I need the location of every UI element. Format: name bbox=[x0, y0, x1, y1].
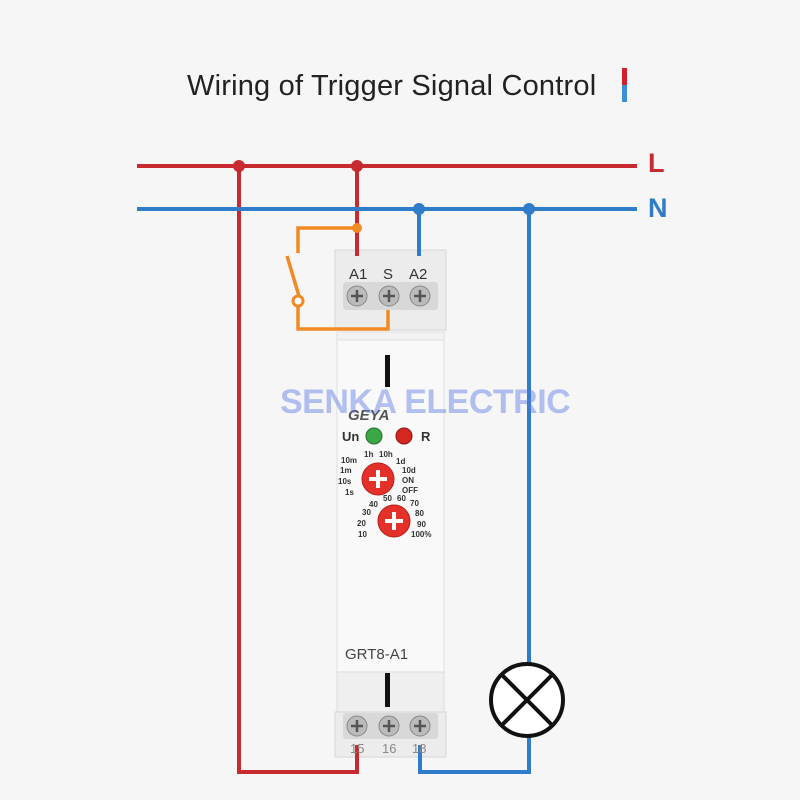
terminal-15-label: 15 bbox=[350, 741, 365, 756]
r-led-label: R bbox=[421, 429, 431, 444]
neutral-junction-2 bbox=[523, 203, 535, 215]
percent-scale-label: 90 bbox=[417, 520, 426, 529]
time-scale-label: 1h bbox=[364, 450, 374, 459]
percent-scale-label: 60 bbox=[397, 494, 406, 503]
time-scale-label: 10s bbox=[338, 477, 352, 486]
brand-logo: GEYA bbox=[348, 407, 390, 424]
neutral-line-label: N bbox=[648, 193, 668, 223]
lower-slot bbox=[385, 673, 390, 707]
trigger-junction bbox=[352, 223, 362, 233]
time-scale-label: 10m bbox=[341, 456, 358, 465]
lamp-icon bbox=[489, 662, 565, 738]
upper-slot bbox=[385, 355, 390, 387]
terminal-18-label: 18 bbox=[412, 741, 427, 756]
percent-scale-label: 70 bbox=[410, 499, 419, 508]
percent-scale-label: 80 bbox=[415, 509, 424, 518]
top-terminal-screws bbox=[343, 282, 438, 310]
un-led-label: Un bbox=[342, 429, 360, 444]
r-led bbox=[395, 427, 413, 445]
percent-knob[interactable] bbox=[377, 504, 411, 538]
percent-scale-label: 30 bbox=[362, 508, 371, 517]
terminal-16-label: 16 bbox=[382, 741, 397, 756]
time-scale-label: ON bbox=[402, 476, 414, 485]
title-color-mark bbox=[622, 68, 627, 102]
time-scale-label: 10h bbox=[379, 450, 393, 459]
neutral-junction-1 bbox=[413, 203, 425, 215]
diagram-title: Wiring of Trigger Signal Control bbox=[187, 70, 597, 102]
percent-scale-label: 100% bbox=[411, 530, 432, 539]
bottom-terminal-screws bbox=[343, 713, 438, 739]
terminal-a2-label: A2 bbox=[409, 266, 428, 283]
neutral-wiring bbox=[137, 207, 637, 774]
model-label: GRT8-A1 bbox=[345, 646, 409, 663]
percent-scale-label: 10 bbox=[358, 530, 367, 539]
time-scale-label: 10d bbox=[402, 466, 416, 475]
live-junction-1 bbox=[233, 160, 245, 172]
watermark: SENKA ELECTRIC bbox=[280, 383, 571, 421]
time-scale-label: 1s bbox=[345, 488, 354, 497]
trigger-switch bbox=[285, 226, 390, 331]
time-scale-label: 1m bbox=[340, 466, 352, 475]
live-line-label: L bbox=[648, 148, 665, 178]
un-led bbox=[365, 427, 383, 445]
trigger-switch-contact bbox=[291, 294, 305, 308]
percent-scale-label: 50 bbox=[383, 494, 392, 503]
terminal-a1-label: A1 bbox=[349, 266, 368, 283]
terminal-s-label: S bbox=[383, 266, 394, 283]
time-scale-label: 1d bbox=[396, 457, 406, 466]
time-range-knob[interactable] bbox=[361, 462, 395, 496]
percent-scale-label: 40 bbox=[369, 500, 378, 509]
live-junction-2 bbox=[351, 160, 363, 172]
time-scale-label: OFF bbox=[402, 486, 418, 495]
relay-module bbox=[334, 249, 447, 758]
percent-scale-label: 20 bbox=[357, 519, 366, 528]
